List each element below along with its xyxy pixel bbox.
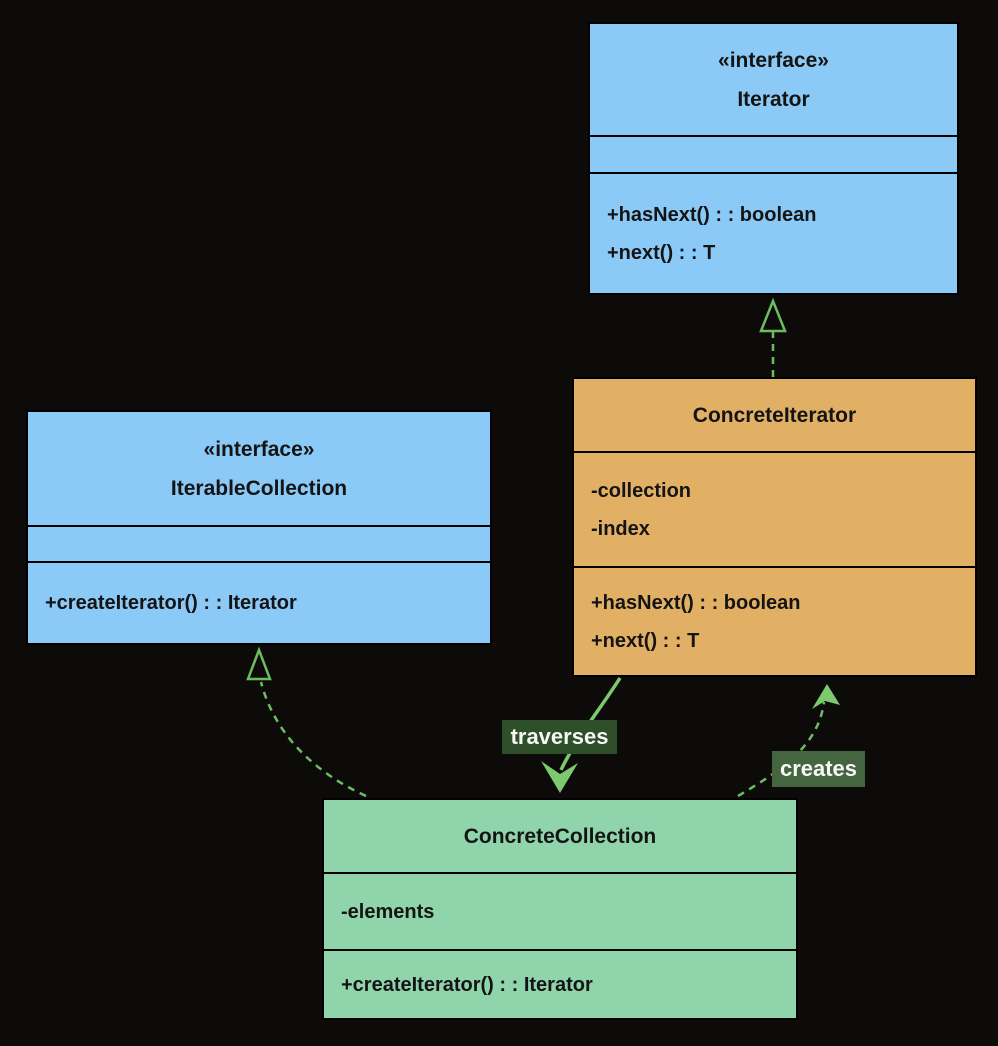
stereotype-label: «interface» xyxy=(203,437,315,461)
method-item: +next() : : T xyxy=(591,629,700,652)
attribute-item: -elements xyxy=(341,900,435,923)
stereotype-label: «interface» xyxy=(718,48,829,72)
creates-edge-label: creates xyxy=(772,751,865,787)
attribute-item: -collection xyxy=(591,479,692,502)
methods-section: +createIterator() : : Iterator xyxy=(28,561,490,643)
attribute-item: -index xyxy=(591,517,650,540)
realization-dashed-curve xyxy=(259,681,367,798)
class-title-section: «interface» IterableCollection xyxy=(28,412,490,525)
filled-arrowhead-icon xyxy=(812,684,840,709)
class-title-section: ConcreteIterator xyxy=(574,379,975,451)
methods-section: +createIterator() : : Iterator xyxy=(324,949,796,1018)
attributes-section: -elements xyxy=(324,872,796,949)
attributes-section-empty xyxy=(28,525,490,561)
hollow-triangle-arrowhead-icon xyxy=(246,646,272,681)
realization-arrow-concreteiterator-to-iterator xyxy=(759,297,787,377)
method-item: +createIterator() : : Iterator xyxy=(341,973,593,996)
method-item: +hasNext() : : boolean xyxy=(591,591,801,614)
class-box-concreteiterator: ConcreteIterator -collection -index +has… xyxy=(572,377,977,677)
method-item: +next() : : T xyxy=(607,241,716,264)
class-name: IterableCollection xyxy=(170,476,348,500)
class-title-section: «interface» Iterator xyxy=(590,24,957,135)
attributes-section-empty xyxy=(590,135,957,172)
method-item: +hasNext() : : boolean xyxy=(607,203,817,226)
class-box-iterablecollection: «interface» IterableCollection +createIt… xyxy=(26,410,492,645)
filled-arrowhead-icon xyxy=(541,761,578,793)
class-name: ConcreteIterator xyxy=(692,403,857,427)
realization-arrow-concretecollection-to-iterablecollection xyxy=(246,646,367,798)
methods-section: +hasNext() : : boolean +next() : : T xyxy=(574,566,975,675)
hollow-triangle-arrowhead-icon xyxy=(759,297,787,333)
class-box-iterator: «interface» Iterator +hasNext() : : bool… xyxy=(588,22,959,295)
class-name: ConcreteCollection xyxy=(463,824,657,848)
traverses-edge-label: traverses xyxy=(502,720,617,754)
class-name: Iterator xyxy=(737,87,810,111)
method-item: +createIterator() : : Iterator xyxy=(45,592,297,614)
attributes-section: -collection -index xyxy=(574,451,975,566)
class-box-concretecollection: ConcreteCollection -elements +createIter… xyxy=(322,798,798,1020)
class-title-section: ConcreteCollection xyxy=(324,800,796,872)
methods-section: +hasNext() : : boolean +next() : : T xyxy=(590,172,957,293)
